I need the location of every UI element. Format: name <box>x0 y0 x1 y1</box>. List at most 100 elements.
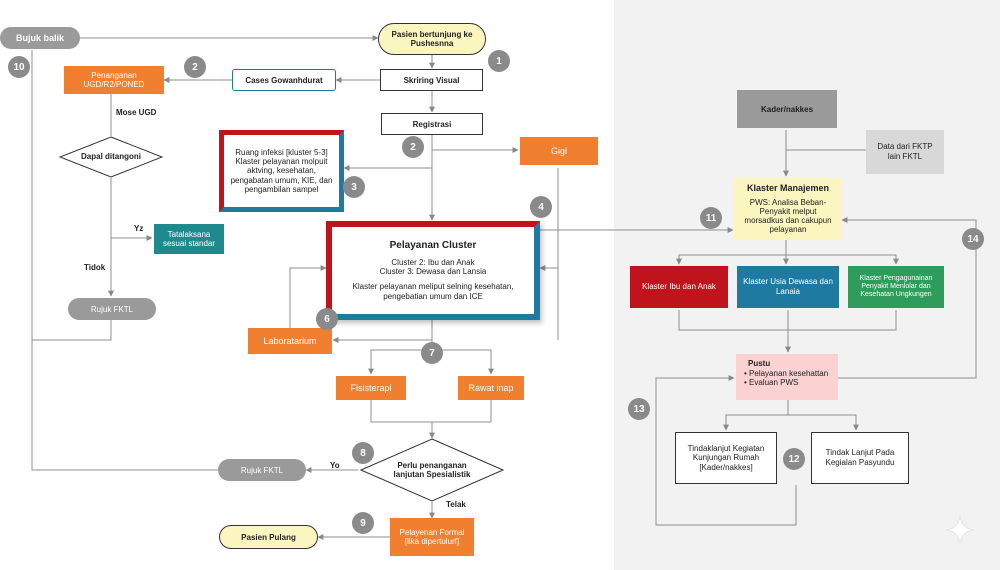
rawat-inap-node: Rawat inap <box>458 376 524 400</box>
kader-label: Kader/nakkes <box>760 104 814 114</box>
pasien-pulang-node: Pasien Pulang <box>219 525 318 549</box>
step-number-10: 10 <box>8 56 30 78</box>
gigi-node: Gigi <box>520 137 598 165</box>
step-number-12: 12 <box>783 448 805 470</box>
label-mose-ugd: Mose UGD <box>116 108 157 117</box>
line-feedback-13 <box>655 375 797 526</box>
klaster-manajemen-node: Klaster Manajemen PWS: Analisa Beban-Pen… <box>734 178 842 240</box>
line-rujuk1-left <box>32 320 112 341</box>
label-yo: Yo <box>330 461 340 470</box>
pasien-berkunjung-node: Pasien bertunjung ke Pushesnna <box>378 23 486 55</box>
pelayanan-cluster-node: Pelayanan Cluster Cluster 2: Ibu dan Ana… <box>326 221 540 320</box>
pelayanan-cluster-line2: Cluster 3: Dewasa dan Lansia <box>379 267 487 277</box>
penanganan-ugd-node: Penanganan UGD/R2/PONED <box>64 66 164 94</box>
pasien-berkunjung-label: Pasien bertunjung ke Pushesnna <box>391 30 473 48</box>
klaster-dewasa-label: Klaster Usia Dewasa dan Lanaia <box>743 277 833 296</box>
tatalaksana-label: Tatalaksana sesuai standar <box>162 229 216 248</box>
klaster-ibu-label: Klaster Ibu dan Anak <box>642 282 716 292</box>
tindaklanjut-kunjungan-label: Tindaklanjut Kegiatan Kunjungan Rumah [K… <box>687 443 765 472</box>
klaster-penyakit-label: Klaster Pengagunainan Penyakit Menlolar … <box>859 274 933 299</box>
data-dari-label: Data dari FKTP lain FKTL <box>877 142 933 161</box>
line-feedback-14 <box>838 217 977 379</box>
perlu-penanganan-diamond <box>360 438 504 502</box>
rujuk-fktl-2-node: Rujuk FKTL <box>218 459 306 481</box>
line-pustu-split-right <box>788 414 859 431</box>
pustu-item-1: • Pelayanan kesehattan <box>744 368 829 378</box>
label-yz: Yz <box>134 224 144 233</box>
laboratorium-node: Laboratarium <box>248 328 332 354</box>
dapat-ditangani-label: Dapal ditangoni <box>81 152 141 162</box>
dapat-ditangani-diamond <box>59 136 163 178</box>
pelayanan-cluster-line1: Cluster 2: Ibu dan Anak <box>391 257 475 267</box>
step-number-6: 6 <box>316 308 338 330</box>
bujuk-balik-label: Bujuk balik <box>15 33 64 43</box>
registrasi-node: Registrasi <box>381 113 483 135</box>
ruang-infeksi-node: Ruang infeksi [kluster 5-3] Klaster pela… <box>219 130 344 212</box>
klaster-manajemen-body: PWS: Analisa Beban-Penyakit melput morsa… <box>744 197 832 235</box>
step-number-14: 14 <box>962 228 984 250</box>
line-left-loop <box>31 50 218 471</box>
line-pustu-split <box>723 400 789 431</box>
sparkle-icon <box>945 515 975 545</box>
fisioterapi-label: Fisisterapi <box>350 383 392 393</box>
dapat-ditangani-text-wrap: Dapal ditangoni <box>75 143 147 171</box>
gigi-label: Gigi <box>550 146 567 156</box>
rujuk-fktl-1-label: Rujuk FKTL <box>90 304 134 314</box>
rujuk-fktl-2-label: Rujuk FKTL <box>240 465 284 475</box>
line-rawat-down <box>432 400 492 423</box>
step-number-8: 8 <box>352 442 374 464</box>
ruang-infeksi-label: Ruang infeksi [kluster 5-3] Klaster pela… <box>230 148 333 194</box>
label-tidok: Tidok <box>84 263 106 272</box>
pelayanan-formal-label: Pelayenan Formal [lika dipertulurf] <box>399 527 465 546</box>
rawat-inap-label: Rawat inap <box>468 383 514 393</box>
step-number-4: 4 <box>530 196 552 218</box>
step-number-11: 11 <box>700 207 722 229</box>
line-manajemen-split <box>676 240 787 265</box>
cases-gawat-label: Cases Gowanhdurat <box>245 75 323 85</box>
bujuk-balik-node: Bujuk balik <box>0 27 80 49</box>
step-number-2b: 2 <box>402 136 424 158</box>
step-number-1: 1 <box>488 50 510 72</box>
klaster-dewasa-node: Klaster Usia Dewasa dan Lanaia <box>737 266 839 308</box>
fisioterapi-node: Fisisterapi <box>336 376 406 400</box>
pustu-item-1-label: Pelayanan kesehattan <box>749 368 829 378</box>
line-split-right <box>432 349 494 375</box>
step-number-9: 9 <box>352 512 374 534</box>
line-cluster-lab <box>332 320 433 343</box>
skrining-visual-node: Skriring Visual <box>380 69 483 91</box>
tindak-lanjut-posyandu-node: Tindak Lanjut Pada Kegialan Pasyundu <box>811 432 909 484</box>
pasien-pulang-label: Pasien Pulang <box>241 532 296 542</box>
data-dari-node: Data dari FKTP lain FKTL <box>866 130 944 174</box>
rujuk-fktl-1-node: Rujuk FKTL <box>68 298 156 320</box>
label-telak: Telak <box>446 500 466 509</box>
perlu-penanganan-label: Perlu penanganan lanjutan Spesialistik <box>393 460 471 479</box>
penanganan-ugd-label: Penanganan UGD/R2/PONED <box>83 70 145 89</box>
skrining-visual-label: Skriring Visual <box>403 75 460 85</box>
line-fisio-down <box>370 400 435 439</box>
klaster-manajemen-title: Klaster Manajemen <box>746 183 830 194</box>
pustu-node: Pustu • Pelayanan kesehattan • Evaluan P… <box>736 354 838 400</box>
tindaklanjut-kunjungan-node: Tindaklanjut Kegiatan Kunjungan Rumah [K… <box>675 432 777 484</box>
pustu-item-2-label: Evaluan PWS <box>749 378 799 388</box>
registrasi-label: Registrasi <box>412 119 452 129</box>
tatalaksana-node: Tatalaksana sesuai standar <box>154 224 224 254</box>
step-number-13: 13 <box>628 398 650 420</box>
laboratorium-label: Laboratarium <box>263 336 317 346</box>
pustu-item-2: • Evaluan PWS <box>744 378 799 388</box>
pelayanan-cluster-line3: Klaster pelayanan meliput selning keseha… <box>352 282 514 301</box>
step-number-7: 7 <box>421 342 443 364</box>
perlu-penanganan-text-wrap: Perlu penanganan lanjutan Spesialistik <box>392 452 472 488</box>
line-gigi-cluster <box>539 168 559 271</box>
pelayanan-formal-node: Pelayenan Formal [lika dipertulurf] <box>390 518 474 556</box>
klaster-ibu-node: Klaster Ibu dan Anak <box>630 266 728 308</box>
pustu-title: Pustu <box>748 359 771 368</box>
step-number-2a: 2 <box>184 56 206 78</box>
cases-gawat-node: Cases Gowanhdurat <box>232 69 336 91</box>
tindak-lanjut-posyandu-label: Tindak Lanjut Pada Kegialan Pasyundu <box>825 448 895 467</box>
line-lab-cluster <box>289 265 327 338</box>
step-number-3: 3 <box>343 176 365 198</box>
line-split-penyakit <box>786 254 899 265</box>
pelayanan-cluster-title: Pelayanan Cluster <box>389 239 477 251</box>
klaster-penyakit-node: Klaster Pengagunainan Penyakit Menlolar … <box>848 266 944 308</box>
